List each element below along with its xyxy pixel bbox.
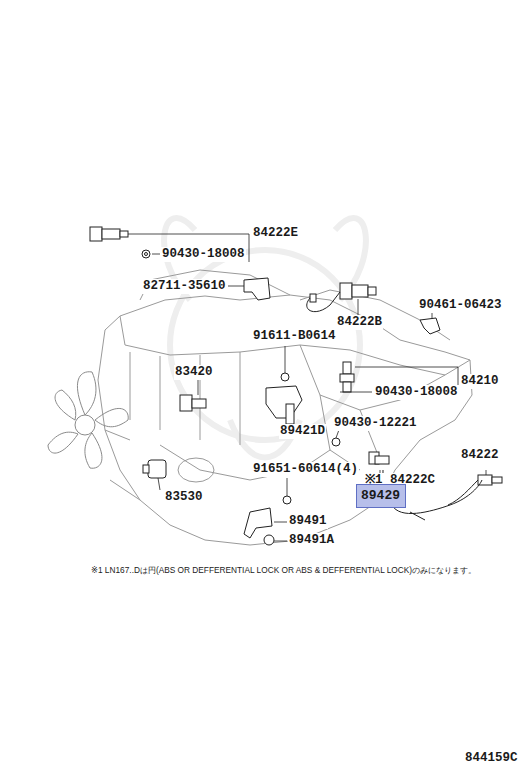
part-number: 89491A xyxy=(288,533,335,548)
part-number: 90430-12221 xyxy=(333,416,418,431)
leader-lines xyxy=(128,234,486,541)
parts xyxy=(90,227,502,545)
part-number: 84222E xyxy=(252,226,299,241)
engine-outline xyxy=(98,270,472,545)
footnote: ※1 LN167..Dは円(ABS OR DEFFERENTIAL LOCK O… xyxy=(90,563,477,578)
part-number: 89491 xyxy=(288,514,328,529)
part-number: 90430-18008 xyxy=(374,385,459,400)
part-number: 91651-60614(4) xyxy=(252,462,359,477)
part-number: 90461-06423 xyxy=(418,298,503,313)
part-number: 91611-B0614 xyxy=(252,329,337,344)
part-number: 83420 xyxy=(174,365,214,380)
part-number: 84222B xyxy=(336,315,383,330)
highlight-box: 89429 xyxy=(356,484,406,508)
part-number: 84210 xyxy=(460,374,500,389)
part-number: 82711-35610 xyxy=(142,279,227,294)
wires xyxy=(307,292,482,520)
part-number: 90430-18008 xyxy=(161,247,246,262)
diagram-code: 844159C xyxy=(464,751,519,766)
part-number: 84222 xyxy=(460,448,500,463)
fan xyxy=(48,372,128,468)
part-number: 89421D xyxy=(279,424,326,439)
callout-number: 89429 xyxy=(361,488,401,504)
part-number: 83530 xyxy=(164,490,204,505)
